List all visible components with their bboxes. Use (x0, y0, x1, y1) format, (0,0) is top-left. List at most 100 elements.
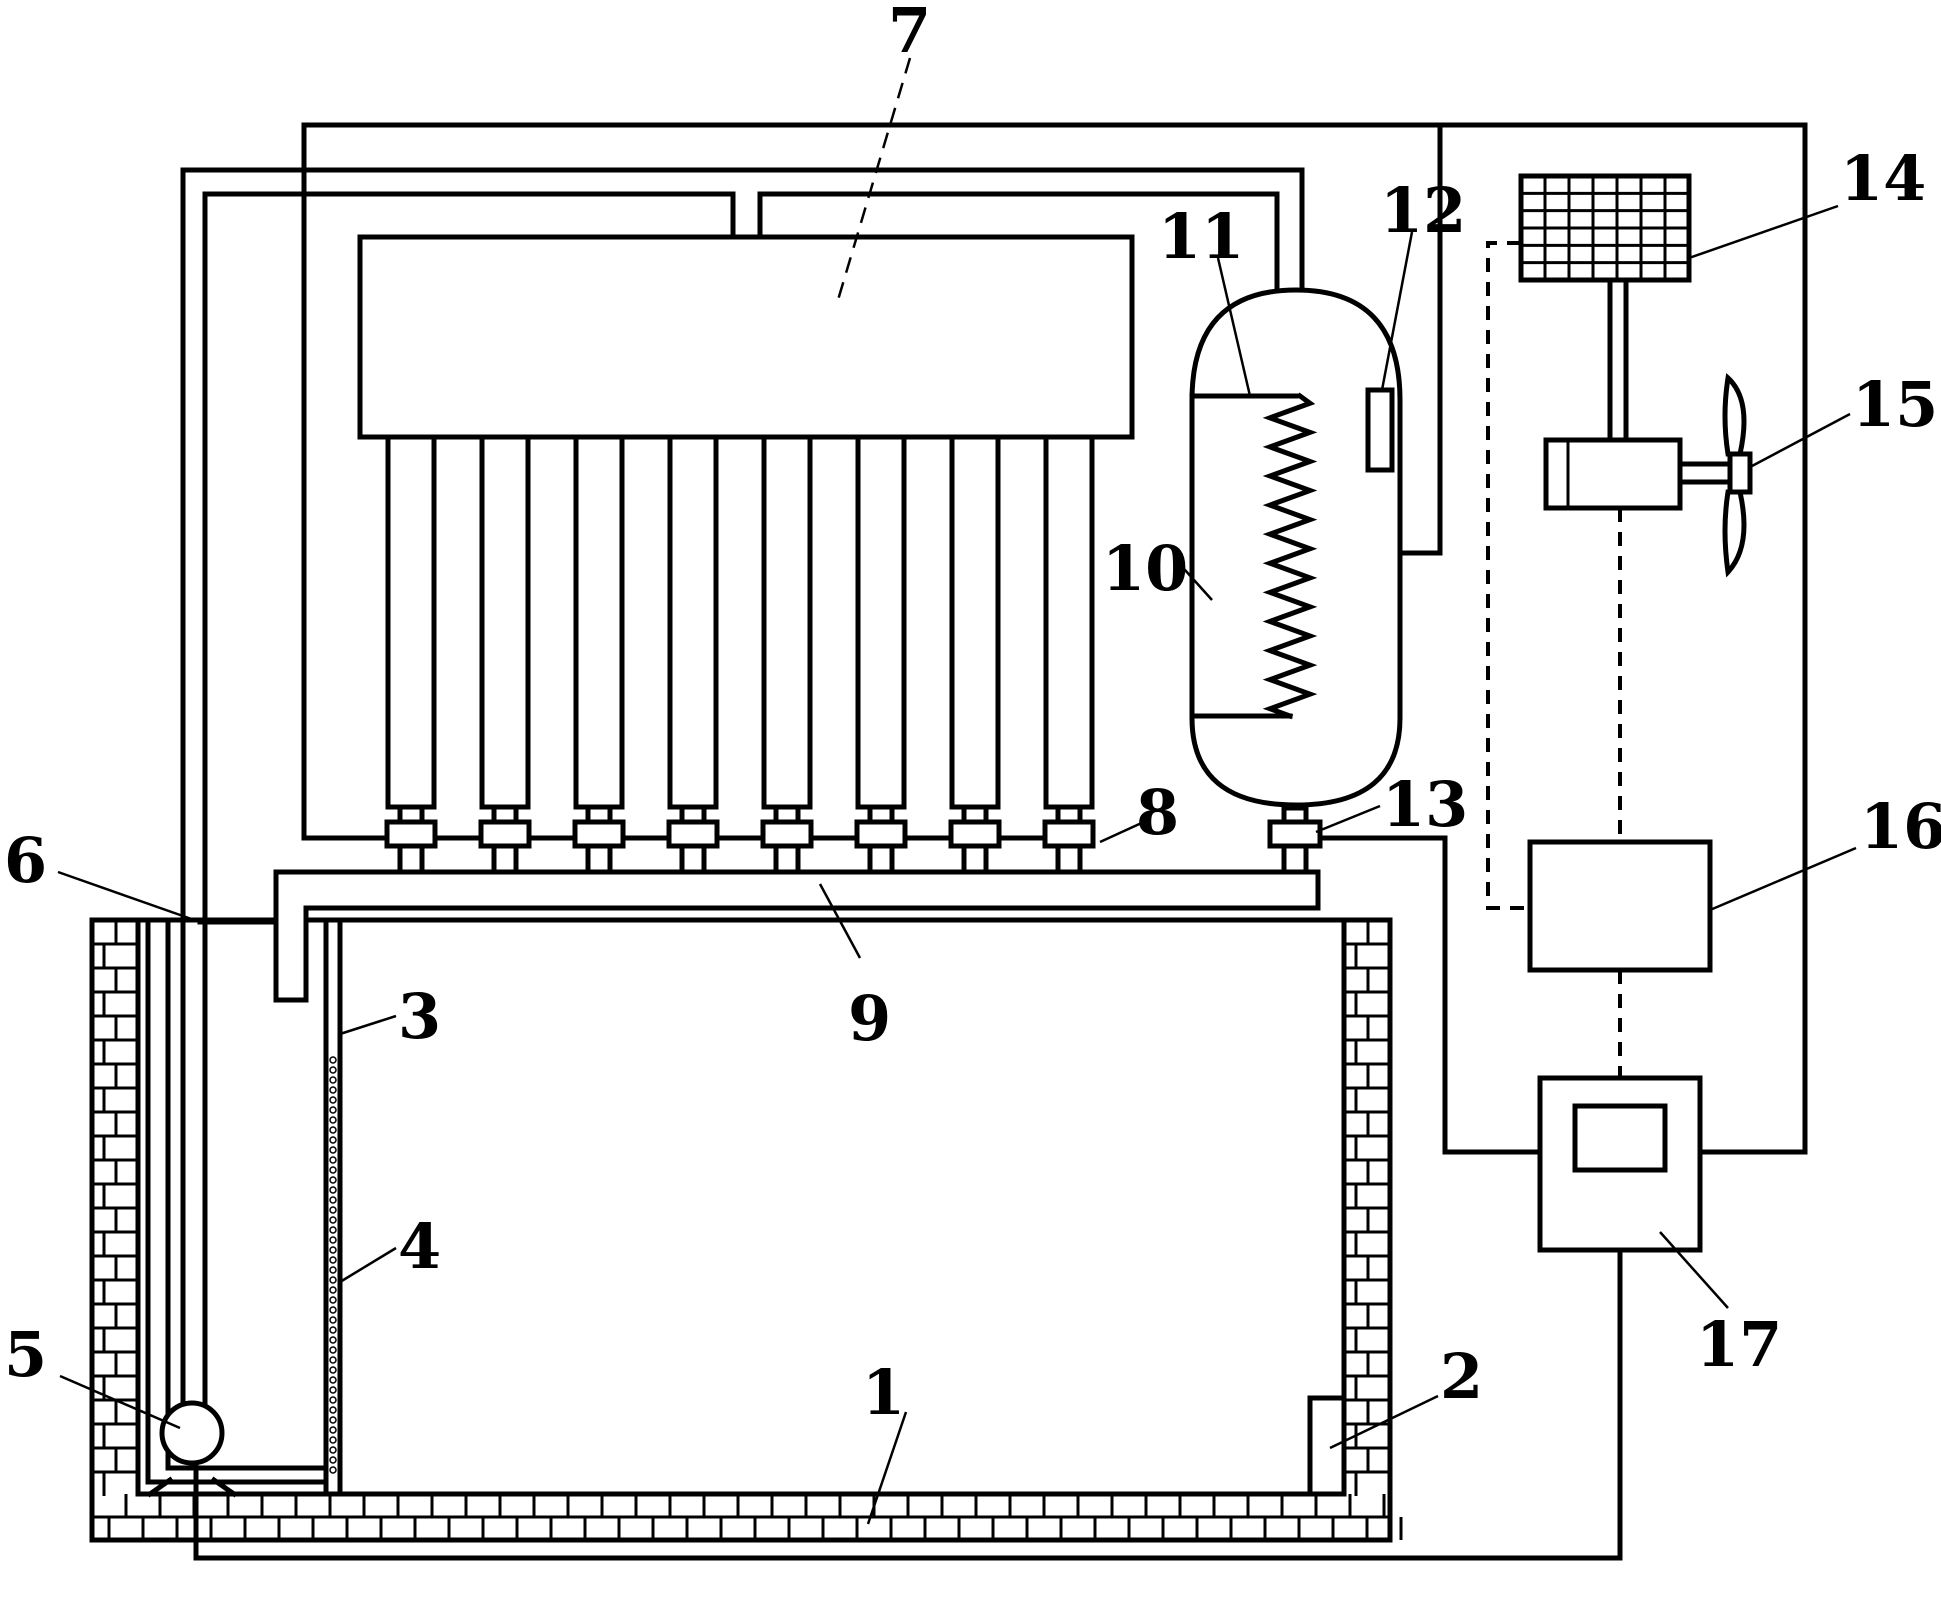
vacuum-tube (1043, 434, 1095, 810)
tube-valve (572, 819, 626, 849)
filter-hole (329, 1466, 337, 1474)
label-8: 8 (1136, 776, 1179, 849)
tube-valve (384, 819, 438, 849)
tube-valve-neck (773, 843, 801, 875)
pump-foot-left (146, 1476, 174, 1498)
tank-outlet-valve (1267, 819, 1323, 849)
valve-control-wire (1317, 835, 1543, 1155)
pool-structure (89, 917, 1403, 1543)
filter-hole (329, 1366, 337, 1374)
pump-control-wire (193, 1247, 1623, 1561)
reference-numerals: 1 2 3 4 5 6 7 8 9 10 11 12 13 14 15 16 1… (4, 0, 1941, 1429)
filter-hole (329, 1176, 337, 1184)
filter-hole (329, 1286, 337, 1294)
filter-hole (329, 1396, 337, 1404)
leader-16 (1709, 846, 1857, 912)
temperature-sensor (1365, 387, 1395, 473)
distribution-pipe-body (273, 869, 1321, 1003)
circulation-pipes (180, 167, 1305, 1407)
vacuum-tube (761, 434, 813, 810)
brick-pattern (90, 918, 1403, 1540)
solar-panel (1518, 173, 1692, 443)
tube-valve-neck (867, 843, 895, 875)
tube-valve (666, 819, 720, 849)
solar-panel-grid (1521, 176, 1689, 280)
tube-valve (1042, 819, 1096, 849)
label-12: 12 (1380, 174, 1466, 247)
leader-9 (818, 883, 862, 959)
leader-10 (1175, 559, 1213, 601)
filter-hole (329, 1316, 337, 1324)
filter-hole (329, 1086, 337, 1094)
label-16: 16 (1860, 790, 1941, 863)
label-15: 15 (1852, 368, 1938, 441)
label-3: 3 (398, 980, 441, 1053)
controller-screen (1572, 1103, 1668, 1173)
solar-panel-pole (1607, 277, 1629, 443)
leader-2 (1329, 1394, 1439, 1450)
pump-foot-right (210, 1476, 238, 1498)
filter-hole (329, 1266, 337, 1274)
leader-14 (1688, 204, 1839, 260)
filter-hole (329, 1436, 337, 1444)
leader-15 (1751, 412, 1851, 468)
label-5: 5 (4, 1318, 47, 1391)
leader-17 (1659, 1231, 1729, 1309)
tube-valve-neck (1055, 843, 1083, 875)
turbine-shaft (1677, 461, 1733, 485)
label-4: 4 (398, 1210, 441, 1283)
vacuum-tube (573, 434, 625, 810)
filter-hole (329, 1136, 337, 1144)
filter-mesh (329, 1056, 337, 1474)
leader-11 (1216, 257, 1252, 397)
leader-4 (339, 1246, 397, 1284)
filter-hole (329, 1356, 337, 1364)
label-10: 10 (1102, 532, 1188, 605)
wind-turbine (1543, 373, 1753, 578)
turbine-blade-top (1722, 373, 1747, 457)
label-13: 13 (1382, 768, 1468, 841)
water-pump (159, 1400, 225, 1466)
leader-7 (836, 57, 912, 301)
filter-hole (329, 1156, 337, 1164)
tube-valve-neck (679, 843, 707, 875)
heating-coil (1262, 392, 1318, 720)
label-17: 17 (1696, 1308, 1782, 1381)
filter-hole (329, 1206, 337, 1214)
filter-hole (329, 1166, 337, 1174)
pump-chamber-inner (165, 917, 329, 1471)
filter-hole (329, 1296, 337, 1304)
filter-hole (329, 1196, 337, 1204)
label-1: 1 (862, 1356, 905, 1429)
storage-tank-body (1189, 287, 1403, 808)
label-11: 11 (1158, 200, 1244, 273)
filter-hole (329, 1096, 337, 1104)
header-tank (357, 234, 1135, 440)
storage-tank (1189, 287, 1403, 875)
filter-hole (329, 1076, 337, 1084)
leader-12 (1380, 231, 1414, 391)
filter-hole (329, 1236, 337, 1244)
tube-valve (948, 819, 1002, 849)
tank-valve-neck (1281, 843, 1309, 875)
leader-5 (59, 1374, 181, 1430)
tube-valve (760, 819, 814, 849)
filter-hole (329, 1186, 337, 1194)
filter-hole (329, 1056, 337, 1064)
filter-hole (329, 1406, 337, 1414)
pump-chamber-line (145, 917, 329, 1485)
panel-signal-line (1486, 241, 1530, 910)
filter-hole (329, 1256, 337, 1264)
filter-hole (329, 1246, 337, 1254)
leader-1 (866, 1411, 908, 1525)
leader-6 (57, 870, 201, 924)
filter-hole (329, 1416, 337, 1424)
tube-valve-neck (961, 843, 989, 875)
supply-pipe-inner (202, 191, 736, 1407)
filter-hole (329, 1216, 337, 1224)
filter-hole (329, 1376, 337, 1384)
tube-valve (478, 819, 532, 849)
tube-valve-neck (397, 843, 425, 875)
filter-hole (329, 1106, 337, 1114)
